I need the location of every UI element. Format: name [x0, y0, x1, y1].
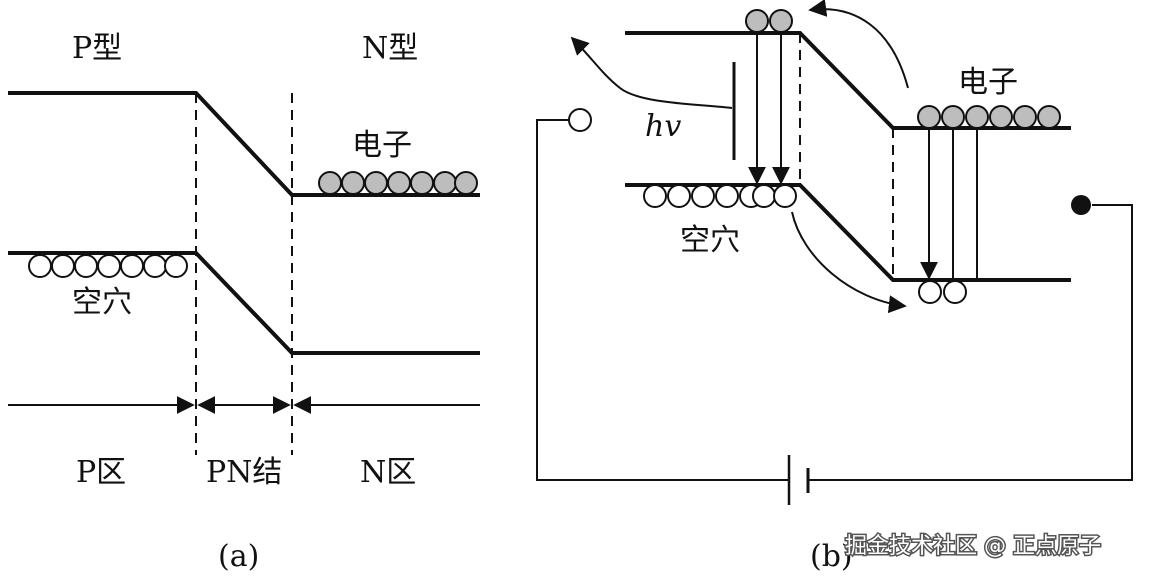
conduction-band-a [8, 91, 480, 197]
holes-group-b-bottom [918, 280, 967, 304]
holes-group-a [28, 254, 188, 278]
hole [667, 184, 691, 208]
electron [433, 171, 457, 195]
holes-label-b: 空穴 [680, 223, 740, 258]
electron [410, 171, 434, 195]
hole [51, 254, 75, 278]
hole [120, 254, 144, 278]
photon-label: hv [645, 109, 681, 144]
electrons-label-a: 电子 [352, 128, 412, 163]
panel-b: 电子 空穴 hv [536, 0, 1133, 574]
electrons-label-b: 电子 [958, 65, 1018, 100]
photon-wave-arrow [570, 36, 733, 109]
electron [1013, 105, 1037, 129]
electron [1037, 105, 1061, 129]
caption-a: (a) [218, 539, 259, 574]
p-type-label: P型 [72, 31, 122, 66]
n-type-label: N型 [362, 31, 418, 66]
electron [341, 171, 365, 195]
electron [364, 171, 388, 195]
caption-b: (b) [810, 539, 853, 574]
circuit-wire-left [536, 119, 789, 481]
holes-group-b [643, 184, 797, 208]
conduction-band-b [625, 31, 1071, 130]
electrons-group-b [917, 105, 1061, 129]
valence-band-a [8, 251, 480, 355]
holes-label-a: 空穴 [72, 285, 132, 320]
watermark-text: 掘金技术社区 @ 正点原子 [845, 534, 1101, 559]
electron [941, 105, 965, 129]
electron-injection-arrow [808, 0, 909, 89]
electron [318, 171, 342, 195]
hole [943, 280, 967, 304]
electrons-group-b-top [745, 9, 793, 33]
n-region-label: N区 [360, 455, 416, 490]
electron [917, 105, 941, 129]
electron [745, 9, 769, 33]
panel-a: P型 N型 电子 空穴 [8, 31, 480, 574]
hole [752, 184, 776, 208]
valence-band-b [625, 183, 1071, 282]
hole [918, 280, 942, 304]
terminal-negative [1071, 195, 1091, 215]
p-region-label: P区 [76, 455, 126, 490]
hole [97, 254, 121, 278]
hole [28, 254, 52, 278]
electron [454, 171, 478, 195]
hole [143, 254, 167, 278]
electron [965, 105, 989, 129]
electrons-group-a [318, 171, 478, 195]
hole [773, 184, 797, 208]
pn-junction-label: PN结 [206, 455, 282, 490]
terminal-positive [568, 108, 592, 132]
hole [691, 184, 715, 208]
hole [164, 254, 188, 278]
hole [74, 254, 98, 278]
hole-injection-arrow [791, 211, 907, 314]
electron [989, 105, 1013, 129]
circuit-wire-right [808, 204, 1133, 481]
electron [387, 171, 411, 195]
watermark: 掘金技术社区 @ 正点原子 [844, 533, 1103, 561]
electron [769, 9, 793, 33]
hole [643, 184, 667, 208]
hole [715, 184, 739, 208]
